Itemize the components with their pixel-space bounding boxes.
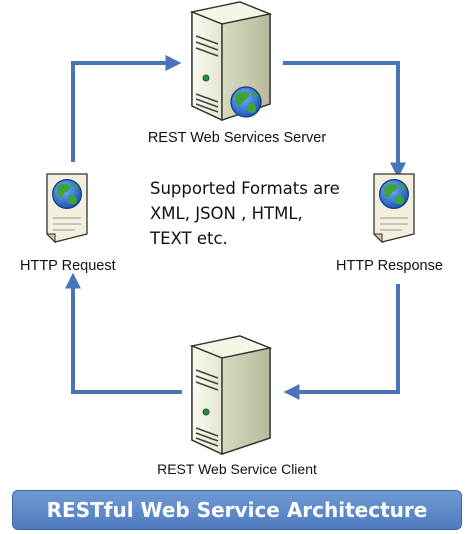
request-document-icon — [45, 173, 88, 244]
response-document-icon — [372, 173, 415, 244]
server-computer-icon — [189, 1, 273, 122]
request-label: HTTP Request — [20, 258, 116, 274]
flow-arrows — [65, 55, 406, 400]
client-to-request-arrow — [71, 284, 182, 394]
supported-formats-text: Supported Formats are XML, JSON , HTML, … — [150, 176, 340, 251]
request-to-server-arrow — [71, 55, 182, 162]
client-label: REST Web Service Client — [157, 461, 317, 477]
response-to-client-arrow — [283, 284, 400, 400]
formats-line: Supported Formats are — [150, 179, 340, 198]
server-label: REST Web Services Server — [147, 130, 327, 146]
client-computer-icon — [189, 335, 273, 456]
formats-line: TEXT etc. — [150, 229, 228, 248]
server-to-response-arrow — [283, 61, 400, 167]
response-label: HTTP Response — [336, 258, 443, 274]
formats-line: XML, JSON , HTML, — [150, 204, 303, 223]
architecture-title-banner: RESTful Web Service Architecture — [12, 490, 462, 530]
